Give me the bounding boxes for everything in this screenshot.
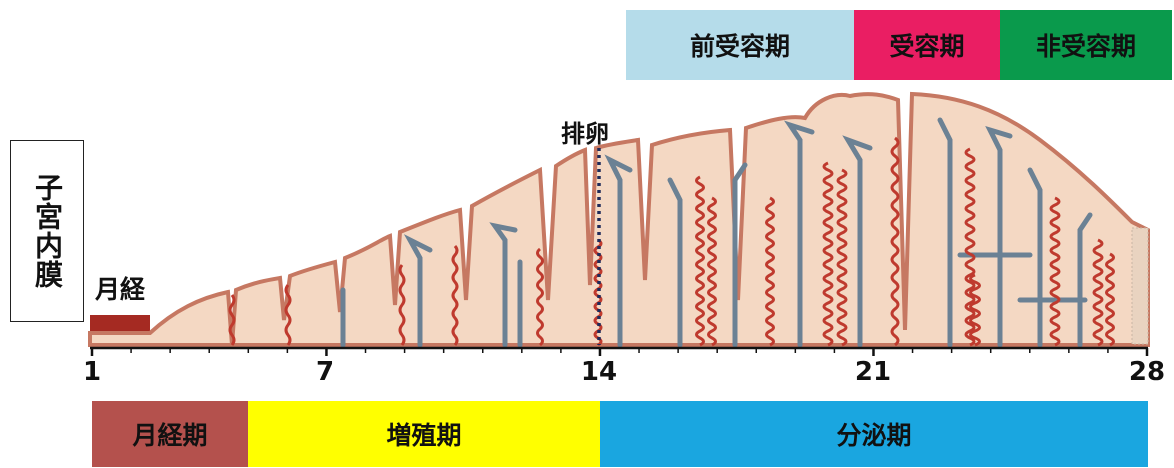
proliferative-phase-label: 増殖期 <box>386 416 461 452</box>
menstrual-phase-box: 月経期 <box>92 401 248 467</box>
day-tick-14: 14 <box>581 357 617 387</box>
menstrual-phase-label: 月経期 <box>132 416 207 452</box>
day-tick-1: 1 <box>83 357 101 387</box>
proliferative-phase-box: 増殖期 <box>248 401 600 467</box>
secretory-phase-box: 分泌期 <box>600 401 1148 467</box>
day-tick-21: 21 <box>855 357 891 387</box>
menstrual-shedding-layer <box>90 315 150 333</box>
day-tick-28: 28 <box>1129 357 1165 387</box>
secretory-phase-label: 分泌期 <box>836 416 911 452</box>
tissue-edge-texture <box>1132 228 1148 344</box>
day-tick-7: 7 <box>316 357 334 387</box>
